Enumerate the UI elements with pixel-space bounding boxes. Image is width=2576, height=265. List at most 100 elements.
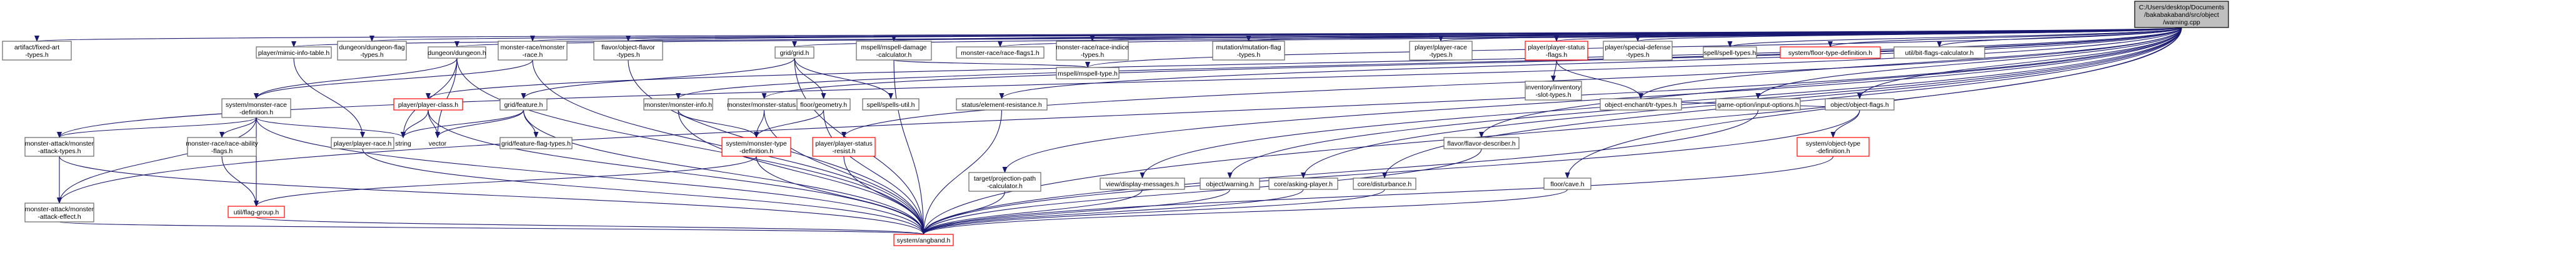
file-node-projection-path[interactable]: target/projection-path-calculator.h: [968, 172, 1041, 192]
file-node-special-defense[interactable]: player/special-defense-types.h: [1603, 41, 1673, 61]
node-box: [2, 41, 72, 61]
node-box: [1603, 41, 1673, 61]
edge-monster-info-to-system-monster-type: [678, 109, 759, 138]
node-box: [1525, 81, 1582, 101]
file-node-core-disturbance[interactable]: core/disturbance.h: [1353, 178, 1416, 190]
file-node-race-indice[interactable]: monster-race/race-indice-types.h: [1056, 41, 1129, 61]
file-node-system-monster-type[interactable]: system/monster-type-definition.h: [721, 137, 791, 157]
file-node-feature-flag[interactable]: grid/feature-flag-types.h: [499, 137, 573, 149]
file-node-monster-attack-types[interactable]: monster-attack/monster-attack-types.h: [24, 137, 94, 157]
node-box: [1543, 178, 1591, 190]
edge-player-race-to-angband: [362, 148, 926, 235]
file-node-flag-group[interactable]: util/flag-group.h: [228, 206, 285, 218]
node-label: dungeon/dungeon-flag: [339, 44, 404, 51]
file-node-dungeon-flag[interactable]: dungeon/dungeon-flag-types.h: [337, 41, 407, 61]
file-node-monster-race-race[interactable]: monster-race/monster-race.h: [498, 41, 568, 61]
file-node-player-status-flags[interactable]: player/player-status-flags.h: [1525, 41, 1588, 61]
file-node-artifact-fixed-art[interactable]: artifact/fixed-art-types.h: [2, 41, 72, 61]
node-label: vector: [429, 140, 447, 148]
edge-grid-grid-to-floor-geometry: [794, 58, 826, 99]
file-node-player-race[interactable]: player/player-race.h: [331, 137, 394, 149]
file-node-floor-cave[interactable]: floor/cave.h: [1543, 178, 1591, 190]
file-node-monster-info[interactable]: monster/monster-info.h: [643, 98, 713, 111]
node-label: util/flag-group.h: [234, 209, 279, 216]
file-node-floor-type-def[interactable]: system/floor-type-definition.h: [1780, 46, 1881, 59]
node-box: [187, 137, 257, 157]
edge-object-flags-to-angband: [921, 109, 1860, 235]
node-label: -resist.h: [832, 148, 856, 155]
node-label: -slot-types.h: [1535, 91, 1571, 99]
node-label: -types.h: [1429, 51, 1453, 59]
node-box: [221, 98, 291, 118]
file-node-spells-util[interactable]: spell/spells-util.h: [862, 98, 920, 111]
node-box: [498, 41, 568, 61]
file-node-system-race-def[interactable]: system/monster-race-definition.h: [221, 98, 291, 118]
edge-player-status-flags-to-inventory-slot: [1551, 59, 1557, 82]
node-box: [24, 202, 94, 222]
file-node-core-asking[interactable]: core/asking-player.h: [1268, 178, 1338, 190]
file-node-floor-geometry[interactable]: floor/geometry.h: [796, 98, 851, 111]
node-label: -types.h: [1626, 51, 1650, 59]
node-box: [862, 98, 920, 111]
node-label: dungeon/dungeon.h: [428, 49, 486, 57]
node-label: /bakabakaband/src/object: [2144, 11, 2219, 19]
file-node-spell-types[interactable]: spell/spell-types.h: [1703, 46, 1757, 59]
file-node-mspell-damage[interactable]: mspell/mspell-damage-calculator.h: [856, 41, 932, 61]
edge-core-disturbance-to-angband: [921, 189, 1385, 235]
node-label: monster-race/race-flags1.h: [961, 49, 1040, 57]
file-node-player-race-types[interactable]: player/player-race-types.h: [1409, 41, 1473, 61]
node-label: core/asking-player.h: [1274, 181, 1333, 188]
node-label: object-enchant/tr-types.h: [1605, 101, 1677, 109]
edge-player-class-to-angband: [428, 109, 926, 235]
edge-floor-geometry-to-angband: [823, 109, 926, 235]
edge-player-class-to-vector: [428, 109, 440, 138]
file-node-game-option[interactable]: game-option/input-options.h: [1715, 98, 1801, 111]
file-node-monster-status[interactable]: monster/monster-status.h: [727, 98, 801, 111]
file-node-race-flags1[interactable]: monster-race/race-flags1.h: [956, 46, 1045, 59]
file-node-inventory-slot[interactable]: inventory/inventory-slot-types.h: [1525, 81, 1582, 101]
file-node-flavor-object[interactable]: flavor/object-flavor-types.h: [593, 41, 663, 61]
edge-system-monster-type-to-angband: [756, 156, 926, 235]
node-box: [24, 137, 94, 157]
file-node-grid-feature[interactable]: grid/feature.h: [499, 98, 548, 111]
file-node-player-status-resist[interactable]: player/player-status-resist.h: [812, 137, 876, 157]
node-box: [956, 98, 1048, 111]
file-node-dungeon-dungeon[interactable]: dungeon/dungeon.h: [428, 46, 486, 59]
edge-player-mimic-info-to-player-race: [293, 58, 365, 138]
node-label: flavor/object-flavor: [601, 44, 655, 51]
file-node-flavor-describer[interactable]: flavor/flavor-describer.h: [1443, 137, 1520, 149]
file-node-vector[interactable]: vector: [429, 140, 447, 148]
file-node-player-mimic-info[interactable]: player/mimic-info-table.h: [256, 46, 332, 59]
file-node-monster-attack-effect[interactable]: monster-attack/monster-attack-effect.h: [24, 202, 94, 222]
file-node-player-class[interactable]: player/player-class.h: [393, 98, 463, 111]
file-node-bit-flags[interactable]: util/bit-flags-calculator.h: [1893, 46, 1985, 59]
edge-flag-group-to-angband: [256, 217, 926, 235]
file-node-status-element[interactable]: status/element-resistance.h: [956, 98, 1048, 111]
node-box: [721, 137, 791, 157]
node-label: string: [395, 140, 411, 148]
root-file-node[interactable]: C:/Users/desktop/Documents/bakabakaband/…: [2134, 1, 2229, 28]
edge-system-object-type-to-angband: [921, 156, 1834, 235]
file-node-race-ability[interactable]: monster-race/race-ability-flags.h: [186, 137, 259, 157]
file-node-object-flags[interactable]: object/object-flags.h: [1825, 98, 1895, 111]
file-node-object-warning[interactable]: object/warning.h: [1200, 178, 1260, 190]
edge-object-flags-to-system-object-type: [1830, 109, 1860, 138]
file-node-mutation-flag[interactable]: mutation/mutation-flag-types.h: [1212, 41, 1285, 61]
node-box: [1056, 67, 1120, 79]
node-box: [1212, 41, 1285, 61]
node-box: [1600, 98, 1682, 111]
edge-grid-feature-to-vector: [435, 109, 524, 138]
file-node-string[interactable]: string: [395, 140, 411, 148]
file-node-enchant[interactable]: object-enchant/tr-types.h: [1600, 98, 1682, 111]
node-label: -calculator.h: [987, 182, 1023, 190]
file-node-mspell-type[interactable]: mspell/mspell-type.h: [1056, 67, 1120, 79]
edge-root-to-monster-info: [676, 27, 2182, 99]
edge-monster-info-to-angband: [678, 109, 926, 235]
file-node-system-object-type[interactable]: system/object-type-definition.h: [1797, 137, 1870, 157]
file-node-display-messages[interactable]: view/display-messages.h: [1100, 178, 1185, 190]
file-node-grid-grid[interactable]: grid/grid.h: [774, 46, 814, 59]
file-node-angband[interactable]: system/angband.h: [893, 234, 954, 246]
node-box: [893, 234, 954, 246]
node-label: view/display-messages.h: [1106, 181, 1179, 188]
node-label: inventory/inventory: [1526, 84, 1581, 91]
